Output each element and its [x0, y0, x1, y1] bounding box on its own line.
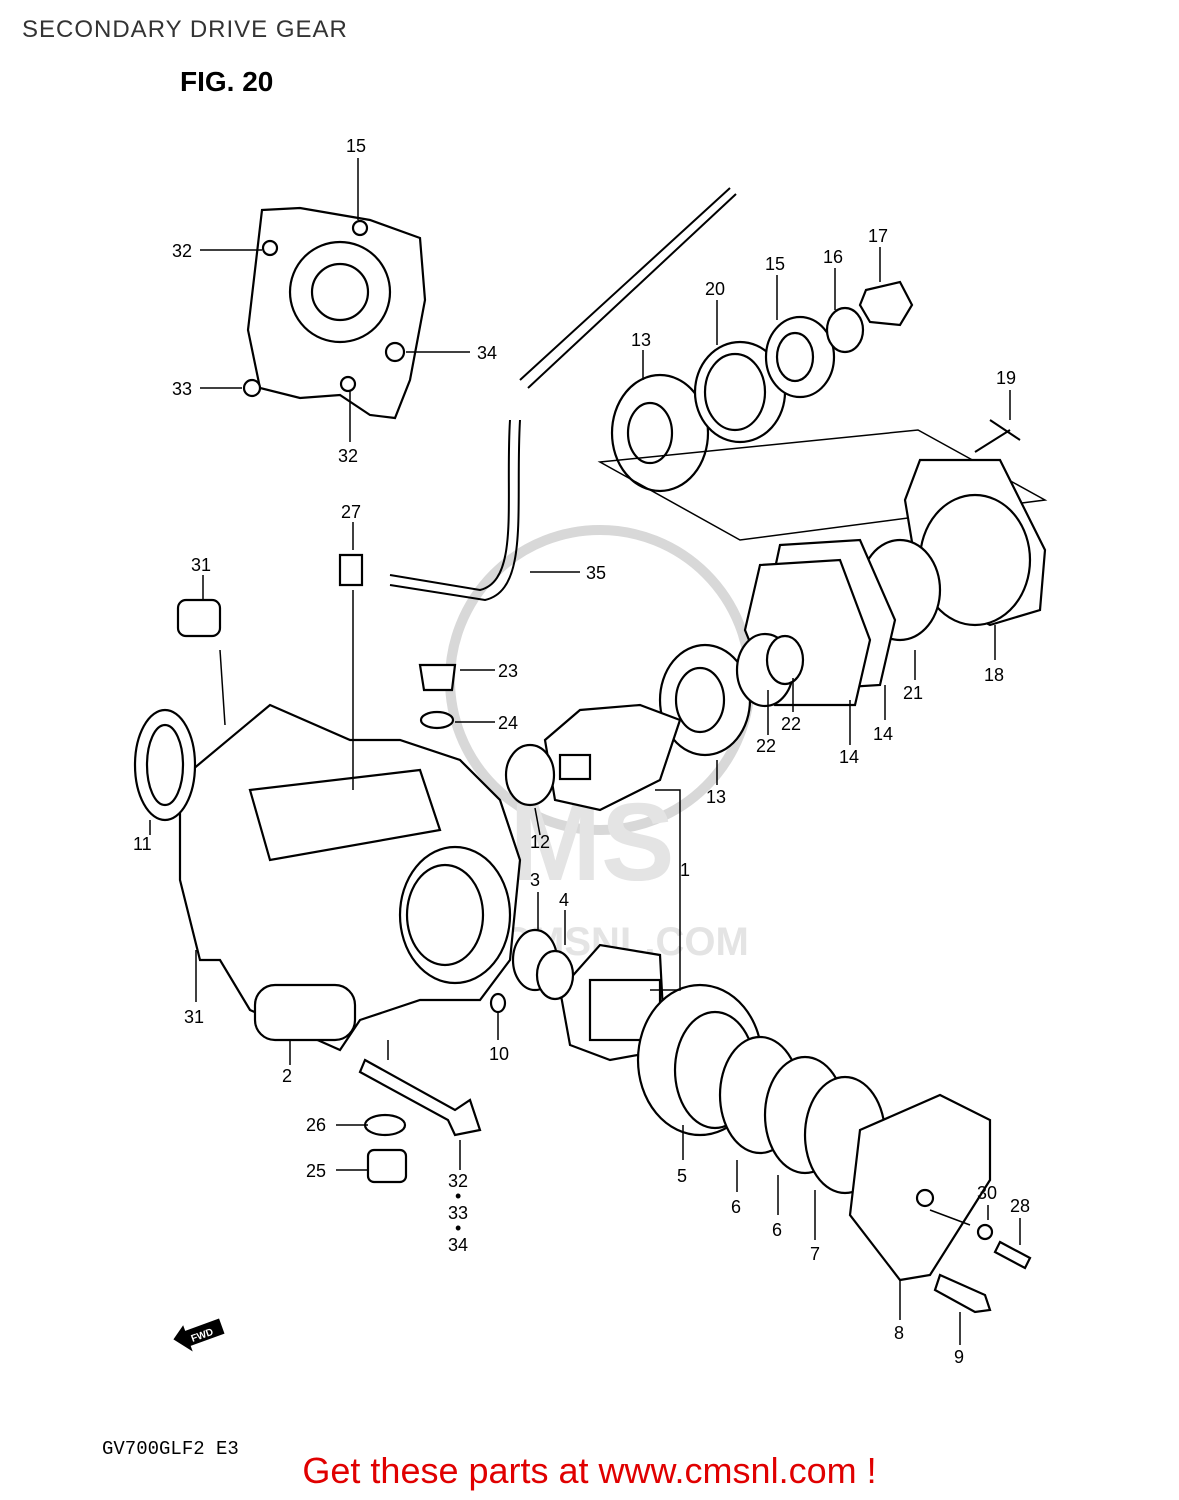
- callout-32-bottom: 32: [338, 446, 358, 466]
- pinion-gear-assembly: [504, 632, 805, 812]
- leader-lines: [149, 158, 1021, 1345]
- svg-text:•: •: [455, 1218, 461, 1238]
- callout-33-top: 15: [346, 136, 366, 156]
- callout-20: 20: [705, 279, 725, 299]
- forward-direction-badge: FWD: [173, 1318, 225, 1352]
- callout-22-b: 22: [756, 736, 776, 756]
- callout-19: 19: [996, 368, 1016, 388]
- callout-25: 25: [306, 1161, 326, 1181]
- callout-12: 12: [530, 832, 550, 852]
- callout-22-a: 22: [781, 714, 801, 734]
- callout-3: 3: [530, 870, 540, 890]
- callout-18: 18: [984, 665, 1004, 685]
- figure-label: FIG. 20: [180, 66, 274, 97]
- callout-33-stack: 33: [448, 1203, 468, 1223]
- callout-11: 11: [133, 834, 152, 854]
- model-code: GV700GLF2 E3: [102, 1438, 239, 1460]
- callout-9: 9: [954, 1347, 964, 1367]
- ring-gear-assembly: [511, 928, 992, 1282]
- callout-15: 15: [765, 254, 785, 274]
- callout-17: 17: [868, 226, 888, 246]
- callout-26: 26: [306, 1115, 326, 1135]
- callout-27: 27: [341, 502, 361, 522]
- callout-14-b: 14: [839, 747, 859, 767]
- callout-labels: 15 32 34 33 32 27 31 35 23 24 11 12 13 1…: [133, 136, 1030, 1367]
- callout-13-mid: 13: [706, 787, 726, 807]
- callout-23: 23: [498, 661, 518, 681]
- callout-8: 8: [894, 1323, 904, 1343]
- breather-hose-part: [389, 187, 737, 602]
- callout-29: 30: [977, 1183, 997, 1203]
- bearing-assembly-upper: [597, 280, 1048, 541]
- callout-16: 16: [823, 247, 843, 267]
- callout-10: 10: [489, 1044, 509, 1064]
- callout-21: 21: [903, 683, 923, 703]
- exploded-parts-diagram: CMS WWW.CMSNL.COM: [133, 136, 1048, 1367]
- gear-case-part: [133, 703, 522, 1052]
- svg-text:•: •: [455, 1186, 461, 1206]
- callout-7: 7: [810, 1244, 820, 1264]
- small-parts: [176, 553, 1032, 1314]
- callout-1: 1: [680, 860, 690, 880]
- callout-4: 4: [559, 890, 569, 910]
- callout-35: 35: [586, 563, 606, 583]
- page-title: SECONDARY DRIVE GEAR: [22, 16, 348, 43]
- callout-33-left: 33: [172, 379, 192, 399]
- callout-30: 31: [184, 1007, 204, 1027]
- callout-34-stack: 34: [448, 1235, 468, 1255]
- callout-32-left: 32: [172, 241, 192, 261]
- callout-24: 24: [498, 713, 518, 733]
- callout-5: 5: [677, 1166, 687, 1186]
- callout-32-stack: 32: [448, 1171, 468, 1191]
- footer-promo-link[interactable]: Get these parts at www.cmsnl.com !: [302, 1450, 877, 1491]
- callout-6-b: 6: [772, 1220, 782, 1240]
- callout-13-top: 13: [631, 330, 651, 350]
- callout-28: 28: [1010, 1196, 1030, 1216]
- crankcase-cover-part: [242, 206, 427, 420]
- callout-34-inset: 34: [477, 343, 497, 363]
- callout-14-a: 14: [873, 724, 893, 744]
- callout-6-a: 6: [731, 1197, 741, 1217]
- callout-31: 31: [191, 555, 211, 575]
- callout-2: 2: [282, 1066, 292, 1086]
